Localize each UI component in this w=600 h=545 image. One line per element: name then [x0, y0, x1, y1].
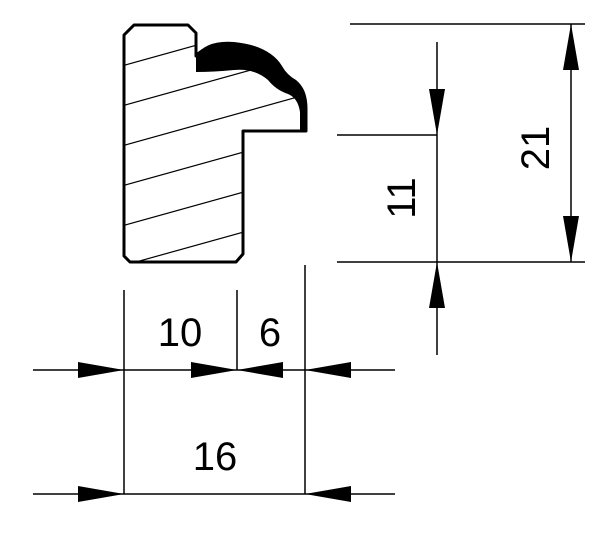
- arrowhead: [191, 362, 237, 378]
- vertical-dimensions: [337, 23, 585, 355]
- arrowhead: [429, 89, 445, 135]
- profile-cross-section: [122, 23, 308, 264]
- dimension-width-left: 10: [158, 311, 203, 355]
- arrowhead: [237, 362, 283, 378]
- arrowhead: [563, 216, 579, 262]
- dimension-height-total: 21: [514, 126, 558, 171]
- arrowhead: [563, 24, 579, 70]
- vertical-arrowheads: [429, 24, 579, 308]
- dimension-height-lower: 11: [380, 177, 424, 219]
- profile-solid-molding: [196, 41, 308, 131]
- arrowhead: [78, 486, 124, 502]
- arrowhead: [305, 362, 351, 378]
- horizontal-arrowheads: [78, 362, 351, 502]
- dimension-width-total: 16: [193, 435, 238, 479]
- arrowhead: [78, 362, 124, 378]
- dimension-width-right: 6: [259, 311, 281, 355]
- arrowhead: [305, 486, 351, 502]
- arrowhead: [429, 262, 445, 308]
